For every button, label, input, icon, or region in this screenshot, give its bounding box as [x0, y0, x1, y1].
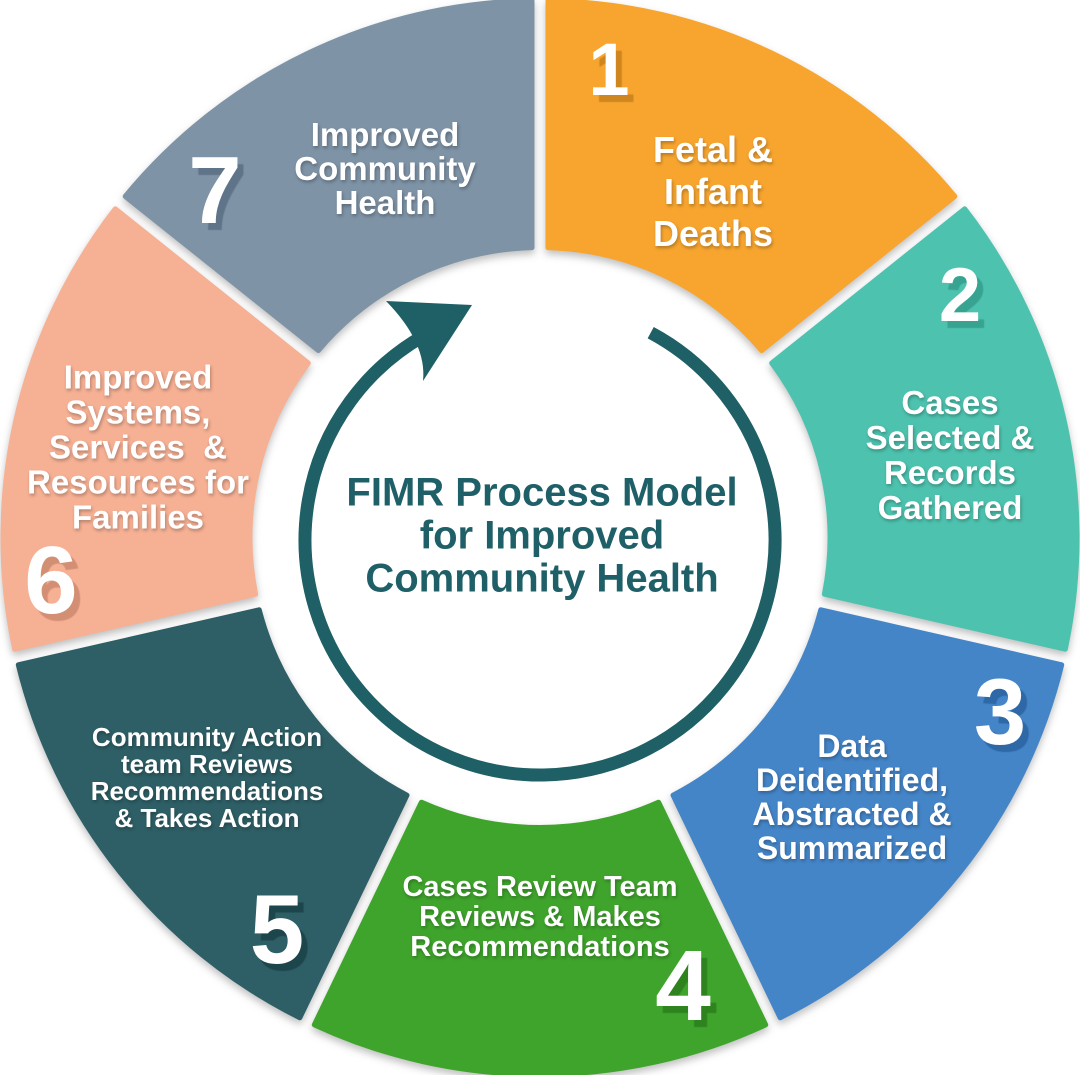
segment-4-wedge — [311, 799, 769, 1075]
segment-7-number: 7 — [188, 137, 242, 244]
segment-5-label: Community Action team Reviews Recommenda… — [90, 722, 324, 833]
segment-3-label: Data Deidentified, Abstracted & Summariz… — [752, 728, 952, 866]
segment-3-wedge — [670, 607, 1065, 1021]
center-title: FIMR Process Model for Improved Communit… — [346, 470, 738, 601]
segment-7-wedge — [122, 0, 535, 353]
segment-4-label: Cases Review Team Reviews & Makes Recomm… — [402, 871, 678, 963]
segment-2-wedge — [769, 206, 1080, 652]
segment-7-label: Improved Community Health — [294, 116, 476, 221]
cycle-arrow-group — [298, 301, 782, 782]
segment-1-label: Fetal & Infant Deaths — [652, 129, 774, 254]
segment-1-number: 1 — [588, 28, 630, 111]
segment-6-label: Improved Systems, Services & Resources f… — [27, 358, 249, 536]
segment-1-wedge — [545, 0, 958, 353]
segment-5-wedge — [15, 607, 410, 1021]
cycle-arrowhead-icon — [386, 301, 472, 381]
segment-3-number: 3 — [973, 659, 1027, 764]
segment-5-number: 5 — [249, 874, 305, 984]
segment-6-wedge — [0, 206, 311, 652]
segment-2-label: Cases Selected & Records Gathered — [865, 384, 1035, 526]
cycle-ring — [298, 326, 782, 782]
segment-2-number: 2 — [938, 253, 982, 338]
segment-4-number: 4 — [655, 930, 711, 1042]
segment-6-number: 6 — [24, 527, 78, 634]
